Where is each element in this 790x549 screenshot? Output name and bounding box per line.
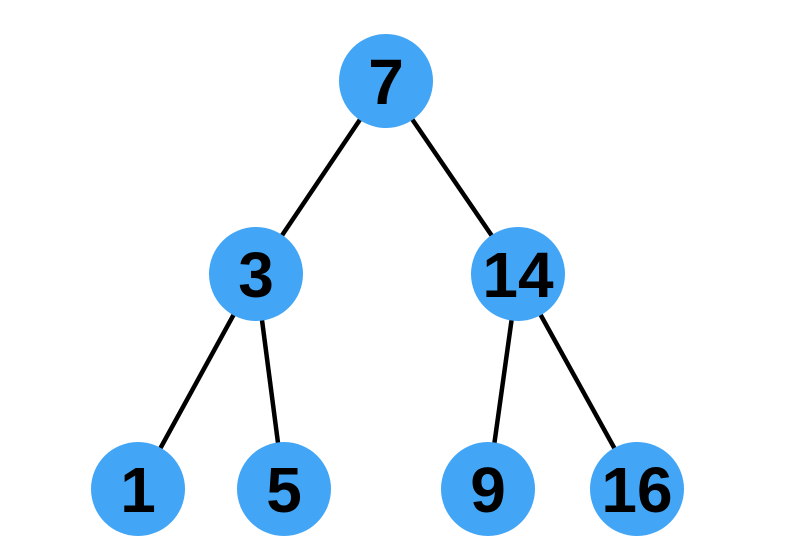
tree-node-circle-16 — [590, 442, 684, 536]
tree-node-5: 5 — [237, 442, 331, 536]
tree-node-label-1: 1 — [120, 454, 156, 526]
tree-node-7: 7 — [339, 34, 433, 128]
tree-node-3: 3 — [209, 227, 303, 321]
tree-node-label-3: 3 — [238, 239, 274, 311]
tree-node-16: 16 — [590, 442, 684, 536]
tree-node-14: 14 — [471, 227, 565, 321]
tree-node-circle-3 — [209, 227, 303, 321]
tree-node-circle-14 — [471, 227, 565, 321]
tree-node-circle-1 — [91, 442, 185, 536]
tree-nodes-layer: 7 3 14 1 5 9 16 — [91, 34, 684, 536]
tree-node-1: 1 — [91, 442, 185, 536]
tree-node-circle-9 — [441, 442, 535, 536]
tree-node-label-9: 9 — [470, 454, 506, 526]
tree-node-circle-5 — [237, 442, 331, 536]
tree-node-label-7: 7 — [368, 46, 404, 118]
tree-node-9: 9 — [441, 442, 535, 536]
tree-node-circle-7 — [339, 34, 433, 128]
tree-node-label-5: 5 — [266, 454, 302, 526]
tree-node-label-14: 14 — [482, 239, 554, 311]
tree-node-label-16: 16 — [601, 454, 672, 526]
